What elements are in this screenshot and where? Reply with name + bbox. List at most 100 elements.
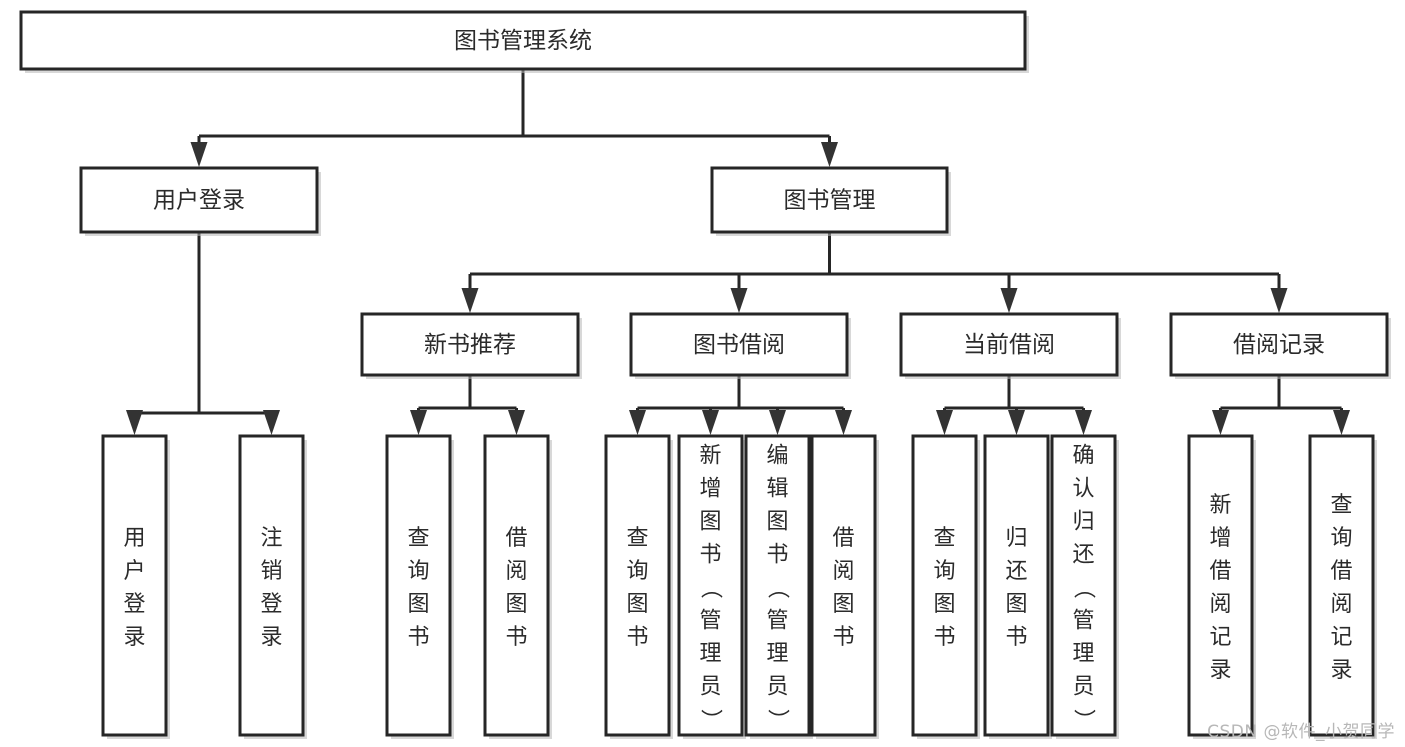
node-label-glyph: 用 (123, 526, 145, 551)
node-rect[interactable] (710, 166, 949, 234)
node-label-glyph: 书 (505, 625, 527, 650)
node-record[interactable]: 借阅记录 (1169, 312, 1391, 379)
node-rect[interactable] (79, 166, 319, 234)
node-rect[interactable] (1187, 434, 1254, 737)
arrow-head-leaf-bor3 (769, 410, 786, 435)
node-rect[interactable] (810, 434, 877, 737)
node-rect[interactable] (360, 312, 580, 377)
arrow-head-leaf-rec1 (1212, 410, 1229, 435)
node-label-glyph: 借 (505, 526, 527, 551)
node-label-glyph: 员 (766, 675, 788, 700)
node-bookmgmt[interactable]: 图书管理 (710, 166, 951, 236)
node-rect[interactable] (385, 434, 452, 737)
arrow-head-borrow (730, 288, 748, 313)
node-rect[interactable] (629, 312, 849, 377)
node-label-glyph: 借 (1330, 559, 1352, 584)
node-root[interactable]: 图书管理系统 (19, 10, 1029, 73)
arrow-head-leaf-bor2 (702, 410, 719, 435)
node-label: 新书推荐 (424, 332, 516, 358)
node-label-glyph: 还 (1072, 543, 1094, 568)
node-label: 图书借阅 (693, 332, 785, 358)
arrow-head-leaf-cur2 (1008, 410, 1025, 435)
node-label-glyph: 记 (1330, 625, 1352, 650)
node-rect[interactable] (1308, 434, 1375, 737)
arrow-head-leaf-cur3 (1075, 410, 1092, 435)
node-label-glyph: 阅 (832, 559, 854, 584)
node-label: 用户登录 (153, 188, 245, 214)
node-rect[interactable] (19, 10, 1027, 71)
node-borrow[interactable]: 图书借阅 (629, 312, 851, 379)
node-label-glyph: ） (765, 709, 790, 731)
node-label-glyph: 询 (407, 559, 429, 584)
node-label-glyph: 管 (699, 609, 721, 634)
node-label-glyph: 书 (933, 625, 955, 650)
node-label-glyph: 增 (699, 477, 721, 502)
node-label-glyph: 归 (1072, 510, 1094, 535)
arrow-head-record (1270, 288, 1288, 313)
node-label-glyph: 还 (1005, 559, 1027, 584)
connector-layer (126, 69, 1350, 435)
node-label-glyph: （ (765, 577, 790, 599)
node-newbook[interactable]: 新书推荐 (360, 312, 582, 379)
node-label-glyph: 询 (1330, 526, 1352, 551)
node-label-glyph: 员 (699, 675, 721, 700)
node-label-glyph: 归 (1005, 526, 1027, 551)
watermark-label: CSDN @软件_小贺同学 (1207, 722, 1395, 742)
node-rect[interactable] (983, 434, 1050, 737)
arrow-head-leaf-login1 (126, 410, 143, 435)
node-rect[interactable] (101, 434, 168, 737)
node-label-glyph: 新 (699, 444, 721, 469)
arrow-head-leaf-new1 (410, 410, 427, 435)
node-label-glyph: 书 (699, 543, 721, 568)
node-rect[interactable] (677, 434, 744, 737)
node-rect[interactable] (1169, 312, 1389, 377)
node-label-glyph: 管 (1072, 609, 1094, 634)
node-label-glyph: 图 (699, 510, 721, 535)
node-label-glyph: 记 (1209, 625, 1231, 650)
node-label-glyph: 员 (1072, 675, 1094, 700)
node-login[interactable]: 用户登录 (79, 166, 321, 236)
node-leaf-login1[interactable]: 用户登录 (101, 434, 170, 739)
node-label-glyph: 书 (832, 625, 854, 650)
node-label-glyph: 新 (1209, 493, 1231, 518)
arrow-head-leaf-rec2 (1333, 410, 1350, 435)
node-label-glyph: 图 (832, 592, 854, 617)
node-rect[interactable] (604, 434, 671, 737)
arrow-head-leaf-bor1 (629, 410, 646, 435)
node-rect[interactable] (483, 434, 550, 737)
node-current[interactable]: 当前借阅 (899, 312, 1121, 379)
node-rect[interactable] (238, 434, 305, 737)
node-label-glyph: 书 (407, 625, 429, 650)
node-label-glyph: 录 (1209, 658, 1231, 683)
node-rect[interactable] (744, 434, 811, 737)
node-layer: 图书管理系统用户登录图书管理新书推荐图书借阅当前借阅借阅记录用户登录注销登录查询… (19, 10, 1391, 739)
node-label-glyph: 书 (1005, 625, 1027, 650)
node-label-glyph: 管 (766, 609, 788, 634)
node-label-glyph: 查 (1330, 493, 1352, 518)
node-rect[interactable] (1050, 434, 1117, 737)
node-rect[interactable] (899, 312, 1119, 377)
node-rect[interactable] (911, 434, 978, 737)
arrow-head-bookmgmt (821, 142, 838, 167)
node-label: 图书管理系统 (454, 28, 592, 54)
node-label-glyph: 借 (832, 526, 854, 551)
